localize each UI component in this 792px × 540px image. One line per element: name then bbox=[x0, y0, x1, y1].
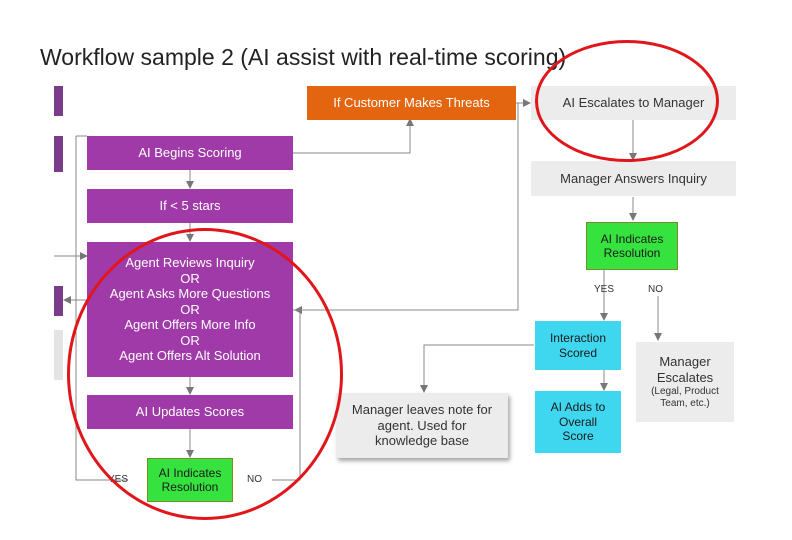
manager-note-line-3: knowledge base bbox=[375, 433, 469, 449]
node-under-5-stars[interactable]: If < 5 stars bbox=[87, 189, 293, 223]
ai-adds-line-2: Overall bbox=[558, 414, 597, 429]
connector-interaction-to-note bbox=[420, 344, 534, 393]
node-under-5-stars-label: If < 5 stars bbox=[159, 198, 221, 214]
manager-escalates-line-4: Team, etc.) bbox=[660, 397, 710, 409]
interaction-scored-line-1: Interaction bbox=[549, 331, 607, 346]
node-customer-threats-label: If Customer Makes Threats bbox=[333, 95, 490, 111]
node-manager-answers-inquiry[interactable]: Manager Answers Inquiry bbox=[531, 161, 736, 196]
node-ai-indicates-resolution-right[interactable]: AI Indicates Resolution bbox=[586, 222, 678, 270]
left-stub-2 bbox=[54, 136, 63, 172]
node-manager-escalates[interactable]: Manager Escalates (Legal, Product Team, … bbox=[636, 342, 734, 422]
highlight-ring-agent bbox=[67, 228, 343, 520]
node-ai-begins-scoring-label: AI Begins Scoring bbox=[138, 145, 242, 161]
manager-note-line-1: Manager leaves note for bbox=[351, 402, 493, 418]
manager-escalates-line-3: (Legal, Product bbox=[651, 385, 719, 397]
page-title: Workflow sample 2 (AI assist with real-t… bbox=[40, 44, 567, 70]
node-manager-leaves-note[interactable]: Manager leaves note for agent. Used for … bbox=[336, 393, 508, 458]
label-no-right: NO bbox=[648, 284, 663, 295]
resolution-right-line-2: Resolution bbox=[603, 246, 661, 260]
resolution-right-line-1: AI Indicates bbox=[600, 231, 664, 246]
node-ai-begins-scoring[interactable]: AI Begins Scoring bbox=[87, 136, 293, 170]
manager-escalates-line-1: Manager bbox=[659, 354, 711, 370]
connector-agent-to-threats bbox=[293, 103, 519, 311]
left-stub-1 bbox=[54, 86, 63, 116]
highlight-ring-escalate bbox=[535, 40, 719, 162]
node-customer-threats[interactable]: If Customer Makes Threats bbox=[307, 86, 516, 120]
label-yes-right: YES bbox=[594, 284, 615, 295]
connector-scoring-to-threats bbox=[293, 118, 414, 154]
interaction-scored-line-2: Scored bbox=[558, 345, 598, 360]
node-manager-answers-inquiry-label: Manager Answers Inquiry bbox=[560, 170, 707, 186]
ai-adds-line-3: Score bbox=[562, 429, 594, 444]
manager-note-line-2: agent. Used for bbox=[377, 417, 467, 433]
left-stub-4 bbox=[54, 330, 63, 380]
ai-adds-line-1: AI Adds to bbox=[550, 400, 606, 415]
manager-escalates-line-2: Escalates bbox=[656, 370, 714, 385]
node-ai-adds-score[interactable]: AI Adds to Overall Score bbox=[535, 391, 621, 453]
node-interaction-scored[interactable]: Interaction Scored bbox=[535, 321, 621, 370]
left-stub-3 bbox=[54, 286, 63, 316]
